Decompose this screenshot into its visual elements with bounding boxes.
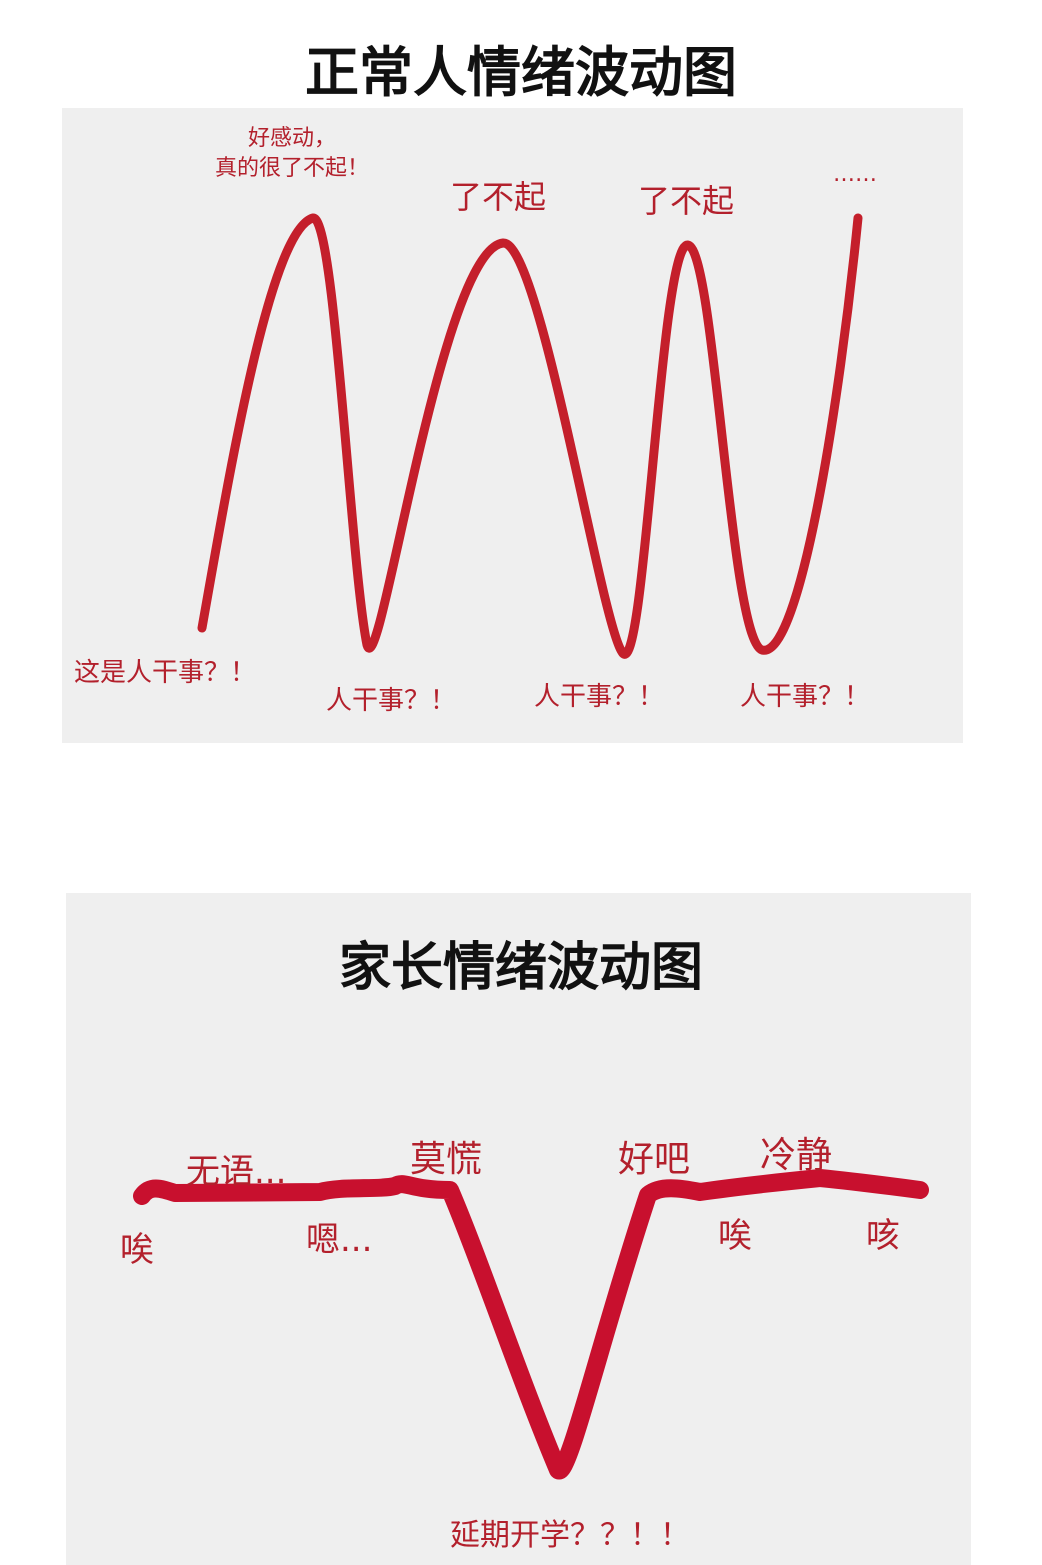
top-chart-panel [62, 108, 963, 743]
label-touched-line1: 好感动， [248, 126, 337, 151]
label-sigh-1: 唉 [120, 1230, 154, 1270]
label-calm: 冷静 [760, 1135, 833, 1176]
label-trough-1: 人干事？！ [326, 686, 457, 716]
normal-emotion-curve [197, 213, 863, 659]
top-chart-title: 正常人情绪波动图 [305, 41, 737, 104]
label-touched-line2: 真的很了不起！ [215, 156, 370, 181]
label-fine: 好吧 [618, 1139, 691, 1180]
bottom-chart-panel [66, 893, 971, 1565]
bottom-chart-title: 家长情绪波动图 [338, 938, 703, 998]
label-amazing-1: 了不起 [450, 178, 547, 216]
label-ellipsis: …… [833, 162, 877, 187]
label-trough-0: 这是人干事？！ [74, 658, 257, 688]
label-dont-panic: 莫慌 [410, 1139, 483, 1180]
label-touched: 好感动， 真的很了不起！ [215, 124, 369, 184]
label-trough-3: 人干事？！ [740, 682, 871, 712]
label-hmm: 嗯... [306, 1220, 373, 1260]
label-speechless: 无语... [186, 1152, 287, 1192]
label-trough-2: 人干事？！ [534, 682, 665, 712]
label-sigh-2: 唉 [718, 1216, 752, 1256]
parent-emotion-curve [133, 1169, 929, 1480]
label-amazing-2: 了不起 [638, 182, 735, 220]
label-cough: 咳 [866, 1216, 900, 1256]
label-school-delayed: 延期开学？？！！ [450, 1518, 690, 1553]
